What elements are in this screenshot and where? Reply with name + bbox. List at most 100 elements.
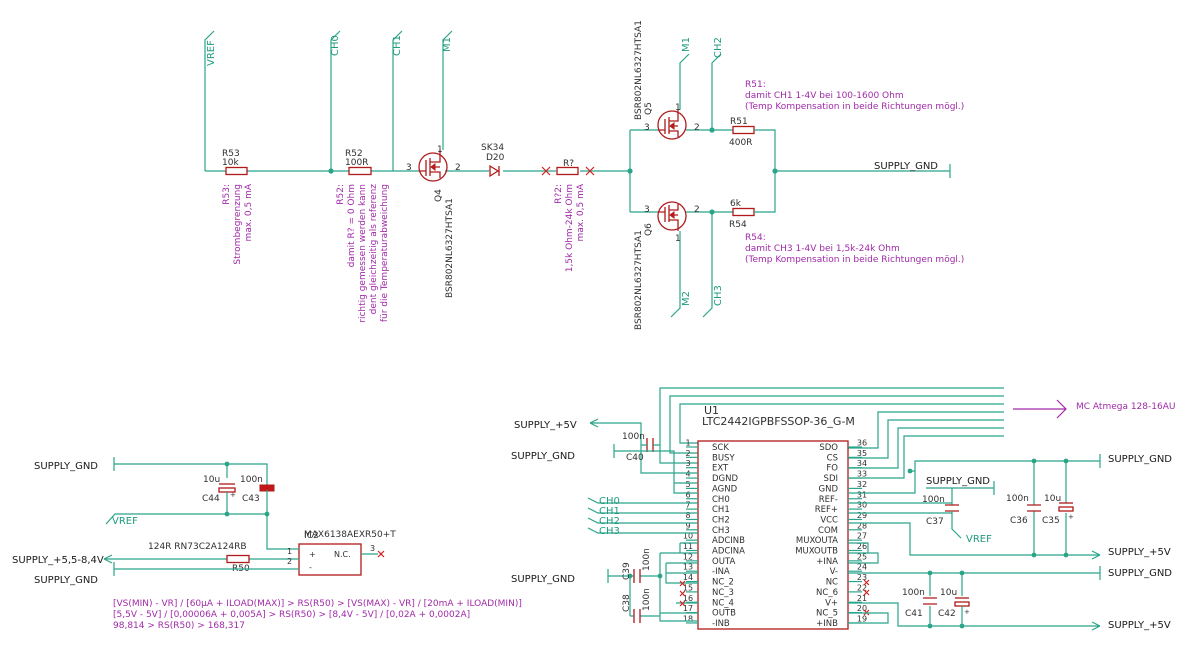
net-supply-range: SUPPLY_+5,5-8,4V [12, 555, 104, 566]
net-m1-q5: M1 [681, 37, 692, 52]
x-mark-rq-left [541, 166, 551, 176]
junction-ch0 [328, 168, 334, 174]
u1-part: LTC2442IGPBFSSOP-36_G-M [702, 415, 855, 428]
split-wire [629, 129, 658, 213]
u1-pin-number: 11 [683, 542, 693, 551]
u1-pin-number: 29 [857, 511, 867, 520]
r52-name: R52 [345, 149, 363, 159]
u1-pin-label: CS [827, 453, 838, 463]
mosfet-q6 [657, 201, 687, 231]
rq-note-1: R?2: [554, 184, 564, 204]
q4-name: Q4 [434, 189, 444, 202]
junction-c44-bottom [224, 511, 230, 517]
u1-pin-number: 13 [683, 563, 693, 572]
u1-pin-label: AGND [712, 484, 738, 494]
ic2-part: MAX6138AEXR50+T [304, 530, 396, 540]
u1-pin-21: 21 V+ [825, 594, 867, 609]
ch3-wire [587, 527, 698, 534]
svg-text:+: + [1068, 513, 1074, 521]
ch3-drop [702, 212, 713, 318]
capacitor-c35: + [1058, 502, 1074, 521]
u1-pin-number: 27 [857, 532, 867, 541]
u1-pin-label: ADCINB [712, 536, 745, 546]
r51-name: R51 [730, 117, 748, 127]
c44-name: C44 [202, 494, 220, 504]
net-vref-left: VREF [112, 516, 138, 527]
formula-line-1: [VS(MIN) - VR] / [60µA + ILOAD(MAX)] > R… [113, 599, 522, 609]
r53-note-2: Strombegrenzung [233, 184, 243, 265]
u1-pin-24: 24V- [830, 563, 867, 578]
q4-pin3: 3 [406, 163, 412, 173]
u1-pin-number: 24 [857, 563, 867, 572]
c43-name: C43 [242, 494, 260, 504]
x-mark-nc [863, 579, 870, 586]
c44-value: 10u [203, 475, 220, 485]
net-supply-gnd-r1: SUPPLY_GND [1108, 454, 1172, 465]
u1-pin-27: 27 MUXOUTA [796, 532, 867, 547]
u1-pin-number: 4 [685, 470, 690, 479]
u1-pin-number: 18 [683, 614, 693, 623]
d20-name: D20 [486, 153, 505, 163]
net-vref-right: VREF [966, 534, 992, 545]
m1-drop [442, 30, 453, 150]
vref-right-wire [848, 511, 962, 539]
q5-pin3: 3 [644, 123, 650, 133]
c36-value: 100n [1006, 494, 1029, 504]
junction-c44-top [224, 461, 230, 467]
r51-note-2: damit CH1 1-4V bei 100-1600 Ohm [745, 91, 904, 101]
u1-pin-number: 35 [857, 449, 867, 458]
r52-note-1: R52: [336, 184, 346, 205]
u1-pin-label: -INB [712, 619, 730, 629]
d20-part: SK34 [481, 143, 504, 153]
junction-fo [907, 468, 913, 474]
junction-c43 [264, 511, 270, 517]
r54-note-2: damit CH3 1-4V bei 1,5k-24k Ohm [745, 244, 900, 254]
junction-c42-top [959, 570, 965, 576]
u1-pin-number: 31 [857, 490, 867, 499]
u1-pin-number: 17 [683, 604, 693, 613]
ch1-drop [392, 30, 403, 171]
u1-pin-number: 12 [683, 552, 693, 561]
gnd-r2-stub [848, 481, 995, 505]
junction-c41-top [927, 570, 933, 576]
u1-pin-number: 20 [857, 604, 867, 613]
net-ch3-top: CH3 [713, 285, 724, 306]
u1-pin-label: CH1 [712, 505, 730, 515]
junction-outa [657, 573, 663, 579]
top-circuit: VREF CH0 CH1 M1 R53 10k R53: Strombegren… [204, 20, 964, 330]
u1-pin-label: MUXOUTA [796, 536, 838, 546]
u1-pin-label: MUXOUTB [795, 547, 838, 557]
u1-pin-label: BUSY [712, 453, 735, 463]
u1-pin-label: V+ [825, 598, 838, 608]
junction-c42-bottom [959, 623, 965, 629]
u1-pin-number: 25 [857, 552, 867, 561]
u1-pin-number: 9 [685, 521, 690, 530]
net-m1-top: M1 [442, 37, 453, 52]
u1-pin-label: OUTB [712, 609, 736, 619]
c37-value: 100n [922, 495, 945, 505]
u1-pin-number: 8 [685, 511, 690, 520]
svg-text:+: + [230, 491, 236, 499]
u1-pin-number: 36 [857, 439, 867, 448]
supply-gnd-r1-wire [848, 454, 1101, 494]
u1-pin-number: 21 [857, 594, 867, 603]
ch2-wire [587, 517, 698, 524]
u1-pin-label: NC_2 [712, 578, 734, 588]
net-supply-gnd-l2: SUPPLY_GND [511, 574, 575, 585]
capacitor-c41 [923, 597, 937, 605]
u1-pin-number: 10 [683, 532, 693, 541]
rq-note-2: 1,5k Ohm-24k Ohm [565, 184, 575, 272]
net-ch2-u1: CH2 [599, 516, 620, 527]
